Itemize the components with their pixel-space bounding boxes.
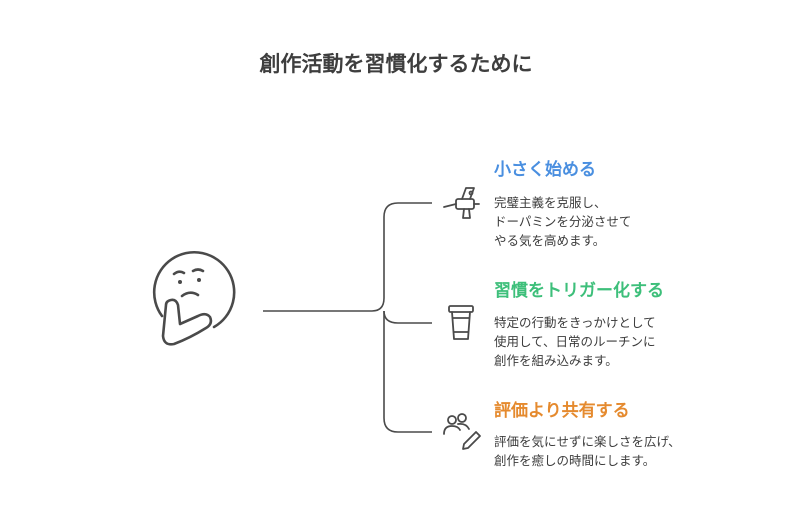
desc-line: 評価を気にせずに楽しさを広げ、 <box>494 434 681 449</box>
desc-line: 創作を癒しの時間にします。 <box>494 453 656 468</box>
desc-line: やる気を高めます。 <box>494 233 606 248</box>
desc-line: 創作を組み込みます。 <box>494 353 618 368</box>
item-title-trigger-habit: 習慣をトリガー化する <box>494 281 664 301</box>
diagram-title: 創作活動を習慣化するために <box>259 52 533 76</box>
connector-lines <box>263 202 432 433</box>
thinking-face-icon <box>152 250 236 346</box>
coffee-cup-icon <box>448 305 474 340</box>
item-desc-start-small: 完璧主義を克服し、 ドーパミンを分泌させて やる気を高めます。 <box>494 193 631 250</box>
desc-line: 特定の行動をきっかけとして <box>494 315 656 330</box>
desc-line: 使用して、日常のルーチンに <box>494 334 656 349</box>
item-desc-trigger-habit: 特定の行動をきっかけとして 使用して、日常のルーチンに 創作を組み込みます。 <box>494 313 656 370</box>
desc-line: 完璧主義を克服し、 <box>494 195 607 210</box>
desc-line: ドーパミンを分泌させて <box>494 214 632 229</box>
airbrush-icon <box>443 187 480 219</box>
item-title-start-small: 小さく始める <box>494 160 596 180</box>
item-title-share-over-evaluate: 評価より共有する <box>494 401 630 421</box>
item-desc-share-over-evaluate: 評価を気にせずに楽しさを広げ、 創作を癒しの時間にします。 <box>494 432 681 470</box>
people-pencil-icon <box>443 413 481 450</box>
